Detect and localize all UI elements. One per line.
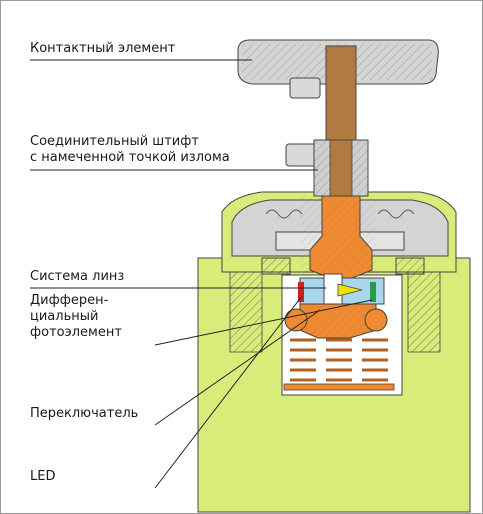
led-red <box>298 282 304 302</box>
label-contact-element: Контактный элемент <box>30 41 176 56</box>
label-differential-photocell: Дифферен- циальный фотоэлемент <box>30 293 122 340</box>
cap-clamp-right <box>395 257 425 275</box>
label-switch: Переключатель <box>30 406 139 421</box>
label-connecting-pin: Соединительный штифт с намеченной точкой… <box>30 134 230 165</box>
lower-springs <box>290 338 388 382</box>
plunger-hatch <box>300 196 376 338</box>
cap-spring-left <box>265 209 303 219</box>
screw-upper <box>289 77 321 99</box>
photo-green <box>370 282 376 302</box>
ball-left <box>284 308 308 332</box>
lens-beam <box>337 283 363 297</box>
leader-led <box>154 295 303 489</box>
ball-right <box>364 308 388 332</box>
cap-spring-right <box>377 209 415 219</box>
pin-shaft-inner <box>329 139 353 201</box>
leader-switch <box>154 309 321 426</box>
leader-photo <box>154 299 373 346</box>
leader-lines <box>30 59 373 489</box>
label-lens-system: Система линз <box>30 269 125 284</box>
spring-base <box>283 383 395 391</box>
cap-clamp-left <box>261 257 291 275</box>
label-led: LED <box>30 469 56 484</box>
